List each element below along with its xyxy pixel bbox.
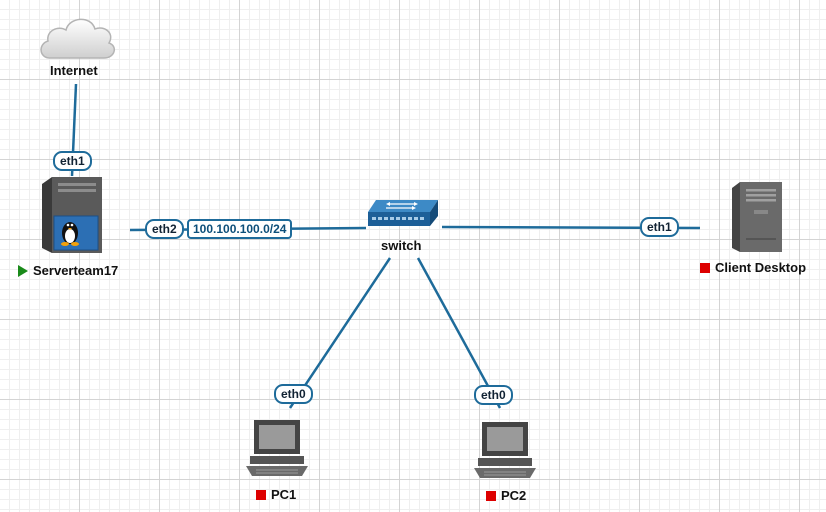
linux-server-icon [42, 177, 102, 253]
port-label-pc2-eth0[interactable]: eth0 [474, 385, 513, 405]
node-pc2[interactable] [472, 422, 538, 480]
stopped-status-icon [256, 489, 266, 500]
node-switch[interactable] [366, 198, 442, 230]
node-label-internet: Internet [50, 63, 98, 78]
pc1-label: PC1 [271, 487, 297, 502]
link-switch-pc2[interactable] [416, 257, 502, 409]
node-label-client-desktop: Client Desktop [700, 260, 806, 275]
serverteam17-label: Serverteam17 [33, 263, 119, 278]
stopped-status-icon [700, 262, 710, 273]
cloud-icon [40, 18, 116, 59]
desktop-pc-icon [474, 422, 536, 478]
network-label-lan[interactable]: 100.100.100.0/24 [187, 219, 293, 239]
internet-label: Internet [50, 63, 98, 78]
node-label-serverteam17: Serverteam17 [18, 263, 118, 278]
node-pc1[interactable] [244, 420, 310, 478]
running-status-icon [18, 264, 28, 277]
client-desktop-label: Client Desktop [715, 260, 807, 275]
pc2-label: PC2 [501, 488, 527, 503]
server-tower-icon [732, 182, 782, 252]
node-label-switch: switch [381, 238, 421, 253]
node-serverteam17[interactable] [40, 176, 104, 258]
port-label-server-eth1[interactable]: eth1 [53, 151, 92, 171]
switch-icon [368, 200, 438, 226]
node-label-pc1: PC1 [256, 487, 296, 502]
port-label-server-eth2[interactable]: eth2 [145, 219, 184, 239]
stopped-status-icon [486, 490, 496, 501]
node-internet[interactable]: Internet [36, 12, 118, 82]
node-label-pc2: PC2 [486, 488, 526, 503]
port-label-pc1-eth0[interactable]: eth0 [274, 384, 313, 404]
port-label-client-eth1[interactable]: eth1 [640, 217, 679, 237]
switch-label: switch [381, 238, 422, 253]
link-switch-pc1[interactable] [288, 257, 392, 409]
desktop-pc-icon [246, 420, 308, 476]
node-client-desktop[interactable] [728, 180, 784, 254]
